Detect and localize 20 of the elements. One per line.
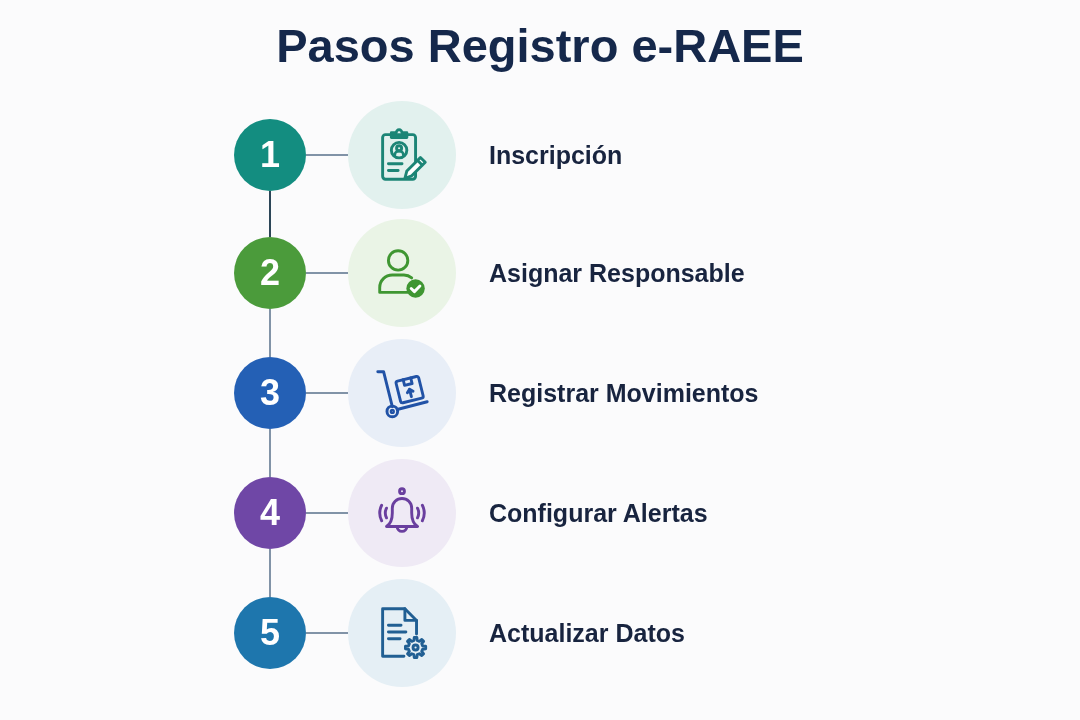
diagram-title: Pasos Registro e-RAEE	[276, 18, 804, 74]
step-number-circle: 5	[234, 597, 306, 669]
connector-line	[305, 272, 349, 274]
step-label: Actualizar Datos	[489, 618, 685, 649]
connector-line	[305, 512, 349, 514]
connector-line	[269, 190, 271, 238]
connector-line	[269, 428, 271, 478]
connector-line	[305, 154, 349, 156]
step-number-circle: 1	[234, 119, 306, 191]
step-label: Configurar Alertas	[489, 498, 708, 529]
connector-line	[269, 548, 271, 598]
connector-line	[269, 308, 271, 358]
step-number-circle: 4	[234, 477, 306, 549]
step-label: Asignar Responsable	[489, 258, 745, 289]
step-number-circle: 3	[234, 357, 306, 429]
connector-line	[305, 632, 349, 634]
connector-line	[305, 392, 349, 394]
step-number-circle: 2	[234, 237, 306, 309]
step-label: Registrar Movimientos	[489, 378, 759, 409]
step-label: Inscripción	[489, 140, 623, 171]
